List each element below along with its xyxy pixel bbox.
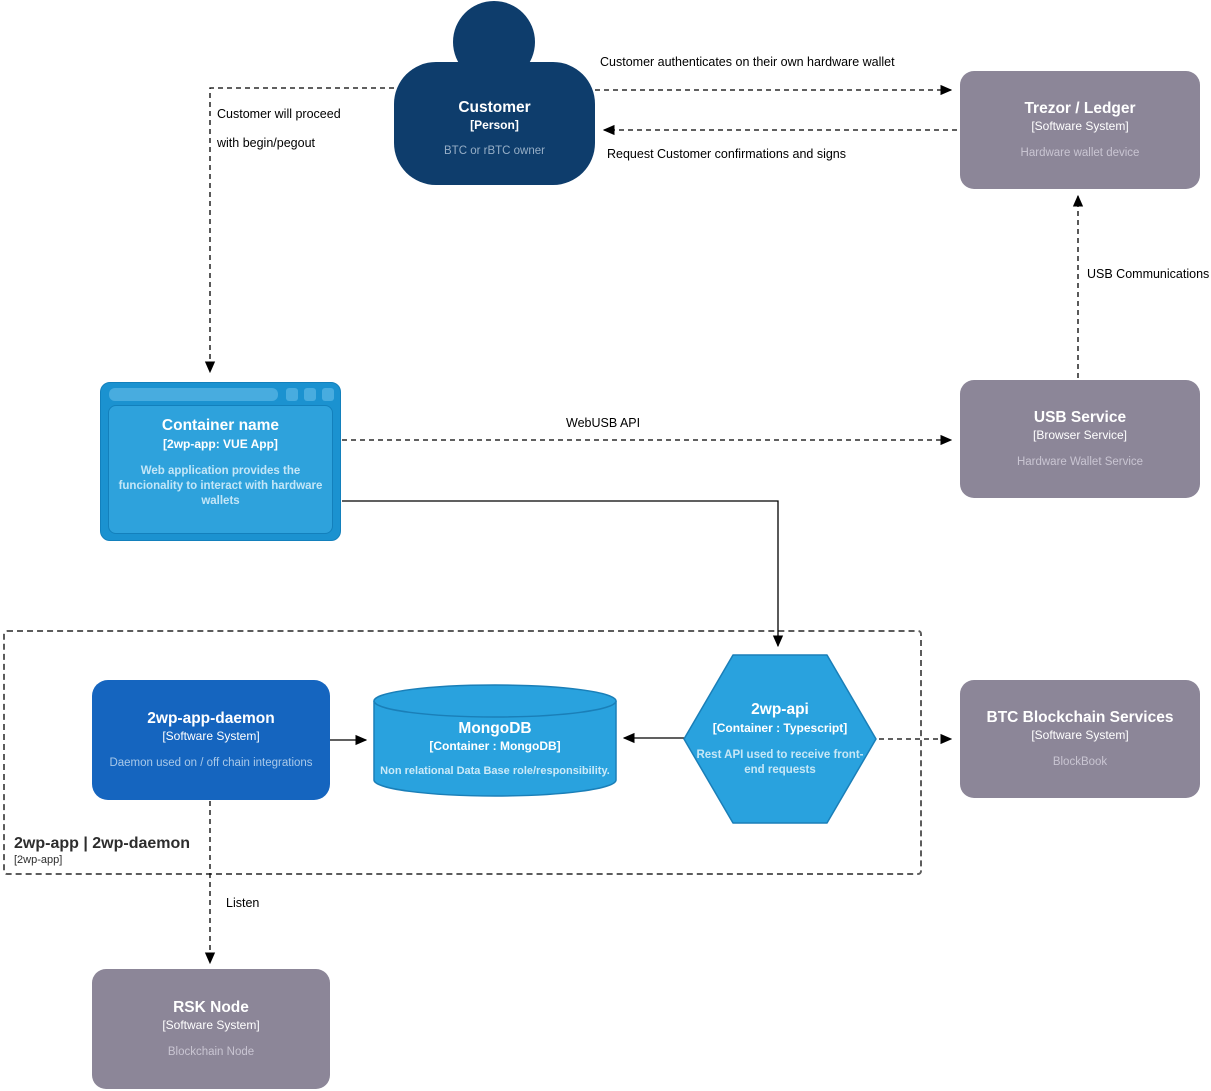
node-title: MongoDB — [458, 719, 532, 737]
node-description: Web application provides the funcionalit… — [118, 464, 323, 507]
boundary-label: 2wp-app | 2wp-daemon [2wp-app] — [14, 834, 190, 867]
node-mongodb[interactable]: MongoDB [Container : MongoDB] Non relati… — [373, 684, 617, 797]
node-title: RSK Node — [173, 998, 249, 1016]
node-title: 2wp-api — [751, 701, 809, 719]
browser-chrome — [101, 383, 340, 405]
cylinder-text: MongoDB [Container : MongoDB] Non relati… — [373, 684, 617, 797]
browser-button-icon — [286, 388, 298, 401]
node-title: Trezor / Ledger — [1024, 99, 1136, 117]
node-description: Hardware Wallet Service — [1016, 456, 1144, 469]
node-title: BTC Blockchain Services — [986, 708, 1174, 726]
node-subtitle: [Browser Service] — [1032, 428, 1128, 443]
node-subtitle: [2wp-app: VUE App] — [163, 436, 278, 451]
node-subtitle: [Software System] — [162, 729, 260, 744]
browser-button-icon — [304, 388, 316, 401]
node-description: BTC or rBTC owner — [444, 145, 545, 158]
node-2wp-api[interactable]: 2wp-api [Container : Typescript] Rest AP… — [681, 652, 879, 826]
node-description: Daemon used on / off chain integrations — [109, 757, 313, 770]
edge-label-authenticates: Customer authenticates on their own hard… — [600, 55, 895, 69]
hexagon-text: 2wp-api [Container : Typescript] Rest AP… — [681, 652, 879, 826]
browser-content-panel: Container name [2wp-app: VUE App] Web ap… — [108, 405, 333, 534]
edge-customer-to-webapp — [204, 87, 394, 374]
cylinder-icon — [373, 684, 617, 797]
node-subtitle: [Software System] — [1031, 119, 1129, 134]
edge-label-proceed-line2: with begin/pegout — [217, 136, 315, 150]
edge-label-usb-communications: USB Communications — [1087, 267, 1210, 281]
edge-webapp-to-api — [342, 500, 784, 648]
hexagon-icon — [683, 654, 877, 824]
node-subtitle: [Software System] — [1031, 728, 1129, 743]
node-customer[interactable]: Customer [Person] BTC or rBTC owner — [394, 62, 595, 185]
node-title: 2wp-app-daemon — [147, 709, 275, 727]
boundary-subtitle: [2wp-app] — [14, 853, 63, 866]
node-webapp-container[interactable]: Container name [2wp-app: VUE App] Web ap… — [100, 382, 341, 541]
browser-button-icon — [322, 388, 334, 401]
node-title: Container name — [161, 417, 280, 435]
edge-label-listen: Listen — [226, 896, 260, 910]
node-description: Non relational Data Base role/responsibi… — [380, 765, 610, 778]
edge-label-confirmations: Request Customer confirmations and signs — [607, 147, 847, 161]
node-usb-service[interactable]: USB Service [Browser Service] Hardware W… — [960, 380, 1200, 498]
boundary-title: 2wp-app | 2wp-daemon — [14, 834, 191, 852]
node-subtitle: [Person] — [470, 118, 519, 133]
node-description: Hardware wallet device — [1020, 147, 1140, 160]
browser-address-bar — [109, 388, 278, 401]
node-description: BlockBook — [1052, 756, 1108, 769]
node-description: Rest API used to receive front-end reque… — [696, 748, 864, 776]
edge-label-webusb-api: WebUSB API — [566, 416, 641, 430]
node-title: USB Service — [1033, 408, 1127, 426]
node-2wp-app-daemon[interactable]: 2wp-app-daemon [Software System] Daemon … — [92, 680, 330, 800]
node-title: Customer — [458, 98, 531, 116]
node-subtitle: [Software System] — [162, 1018, 260, 1033]
node-btc-blockchain-services[interactable]: BTC Blockchain Services [Software System… — [960, 680, 1200, 798]
node-description: Blockchain Node — [167, 1046, 255, 1059]
node-trezor-ledger[interactable]: Trezor / Ledger [Software System] Hardwa… — [960, 71, 1200, 189]
node-subtitle: [Container : Typescript] — [712, 720, 848, 735]
node-rsk-node[interactable]: RSK Node [Software System] Blockchain No… — [92, 969, 330, 1089]
edge-label-proceed-line1: Customer will proceed — [217, 107, 341, 121]
node-subtitle: [Container : MongoDB] — [429, 738, 561, 753]
